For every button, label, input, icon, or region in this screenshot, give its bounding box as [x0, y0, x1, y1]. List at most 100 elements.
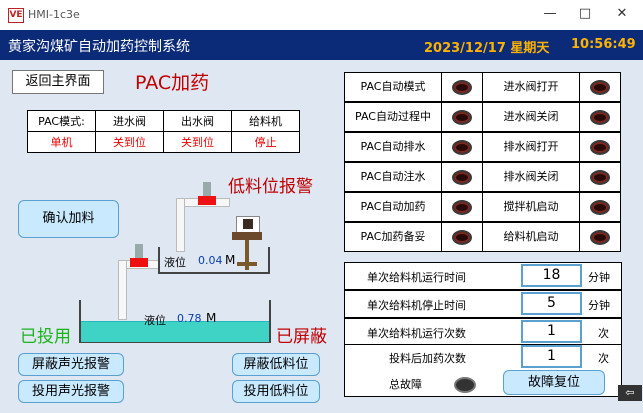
enable-sound-alarm-button[interactable]: 投用声光报警: [18, 380, 124, 403]
status-lamp-cell: [579, 222, 621, 252]
window-title: HMI-1c3e: [28, 8, 80, 21]
maximize-button[interactable]: □: [578, 6, 592, 21]
lower-tank-level-unit: M: [206, 311, 217, 325]
auto-dosing-lamp-icon: [452, 200, 472, 215]
lower-tank-liquid: [81, 321, 269, 342]
status-label-inlet-closed: 进水阀关闭: [482, 102, 580, 132]
feeder-run-count-input[interactable]: 1: [521, 320, 582, 343]
feeder-stop-time-input[interactable]: 5: [521, 292, 582, 315]
lower-tank-level-value: 0.78: [177, 312, 202, 325]
total-fault-label: 总故障: [389, 378, 422, 391]
status-label-auto-drain: PAC自动排水: [344, 132, 442, 162]
lower-valve-stem: [135, 244, 143, 258]
mode-header-outlet-valve: 出水阀: [163, 110, 232, 132]
mode-value-outlet-valve: 关到位: [163, 131, 232, 153]
lower-pipe-vertical: [118, 260, 127, 320]
inlet-closed-lamp-icon: [590, 110, 610, 125]
upper-tank-level-label: 液位: [164, 256, 186, 269]
low-level-alarm-text: 低料位报警: [228, 177, 313, 197]
upper-valve-icon: [198, 196, 216, 205]
mute-sound-alarm-button[interactable]: 屏蔽声光报警: [18, 353, 124, 376]
param-label: 单次给料机运行时间: [367, 271, 466, 284]
upper-pipe-vertical: [176, 198, 185, 252]
mode-header-mode: PAC模式:: [27, 110, 96, 132]
status-lamp-cell: [579, 162, 621, 192]
clock-display: 10:56:49: [571, 37, 636, 52]
status-lamp-cell: [579, 192, 621, 222]
mode-header-feeder: 给料机: [231, 110, 300, 132]
param-row: 单次给料机停止时间 5 分钟: [344, 290, 622, 318]
lower-tank-level-label: 液位: [144, 314, 166, 327]
system-title: 黄家沟煤矿自动加药控制系统: [8, 39, 190, 55]
confirm-feed-button[interactable]: 确认加料: [18, 200, 119, 238]
app-logo-icon: VE: [8, 8, 24, 23]
status-lamp-cell: [579, 132, 621, 162]
param-unit: 次: [598, 327, 609, 340]
lower-tank-left-wall: [79, 300, 81, 343]
auto-drain-lamp-icon: [452, 140, 472, 155]
in-use-status: 已投用: [20, 327, 71, 347]
shielded-status: 已屏蔽: [276, 327, 327, 347]
agitator-motor-icon: [236, 216, 260, 234]
feeder-run-time-input[interactable]: 18: [521, 264, 582, 287]
close-button[interactable]: ✕: [616, 6, 628, 21]
param-row: 单次给料机运行次数 1 次: [344, 318, 622, 346]
upper-tank-right-wall: [268, 247, 270, 273]
status-lamp-cell: [441, 132, 483, 162]
page-title: PAC加药: [135, 72, 210, 94]
upper-tank-left-wall: [158, 247, 160, 273]
dosing-count-input[interactable]: 1: [521, 345, 582, 368]
status-label-auto-dosing: PAC自动加药: [344, 192, 442, 222]
param-unit: 分钟: [588, 271, 610, 284]
param-label: 单次给料机停止时间: [367, 299, 466, 312]
param-unit: 分钟: [588, 299, 610, 312]
mode-value-mode: 单机: [27, 131, 96, 153]
status-lamp-cell: [441, 222, 483, 252]
status-label-inlet-open: 进水阀打开: [482, 72, 580, 102]
pac-mode-table: PAC模式: 进水阀 出水阀 给料机 单机 关到位 关到位 停止: [27, 110, 300, 153]
param-unit: 次: [598, 352, 609, 365]
auto-process-lamp-icon: [452, 110, 472, 125]
inlet-open-lamp-icon: [590, 80, 610, 95]
upper-valve-stem: [203, 182, 211, 196]
mute-low-level-button[interactable]: 屏蔽低料位: [232, 353, 320, 376]
back-to-main-button[interactable]: 返回主界面: [12, 70, 104, 94]
drain-closed-lamp-icon: [590, 170, 610, 185]
minimize-button[interactable]: —: [543, 6, 557, 21]
feeder-start-lamp-icon: [590, 230, 610, 245]
total-fault-lamp-icon: [454, 377, 476, 393]
mode-value-inlet-valve: 关到位: [95, 131, 164, 153]
mode-value-feeder: 停止: [231, 131, 300, 153]
agitator-shaft: [245, 240, 249, 270]
status-label-drain-open: 排水阀打开: [482, 132, 580, 162]
auto-fill-lamp-icon: [452, 170, 472, 185]
lower-tank-bottom: [79, 341, 271, 343]
enable-low-level-button[interactable]: 投用低料位: [232, 380, 320, 403]
status-label-auto-fill: PAC自动注水: [344, 162, 442, 192]
param-row: 单次给料机运行时间 18 分钟: [344, 262, 622, 290]
lower-valve-icon: [130, 258, 148, 267]
header-bar: [0, 30, 643, 60]
agitator-mount: [232, 232, 262, 240]
date-display: 2023/12/17 星期天: [424, 41, 550, 56]
status-label-mixer-start: 搅拌机启动: [482, 192, 580, 222]
status-lamp-cell: [579, 72, 621, 102]
mode-header-inlet-valve: 进水阀: [95, 110, 164, 132]
status-label-drain-closed: 排水阀关闭: [482, 162, 580, 192]
status-lamp-cell: [441, 192, 483, 222]
status-label-auto-mode: PAC自动模式: [344, 72, 442, 102]
status-lamp-cell: [441, 72, 483, 102]
status-lamp-cell: [579, 102, 621, 132]
upper-tank-level-value: 0.04: [198, 254, 223, 267]
status-lamp-cell: [441, 162, 483, 192]
dosing-ready-lamp-icon: [452, 230, 472, 245]
param-label: 单次给料机运行次数: [367, 327, 466, 340]
fault-reset-button[interactable]: 故障复位: [503, 370, 605, 395]
status-label-feeder-start: 给料机启动: [482, 222, 580, 252]
agitator-blade: [237, 262, 257, 266]
exit-arrow-icon[interactable]: ⇦: [618, 385, 642, 401]
status-label-dosing-ready: PAC加药备妥: [344, 222, 442, 252]
param-label: 投料后加药次数: [389, 352, 466, 365]
upper-tank-bottom: [158, 272, 270, 274]
mixer-start-lamp-icon: [590, 200, 610, 215]
